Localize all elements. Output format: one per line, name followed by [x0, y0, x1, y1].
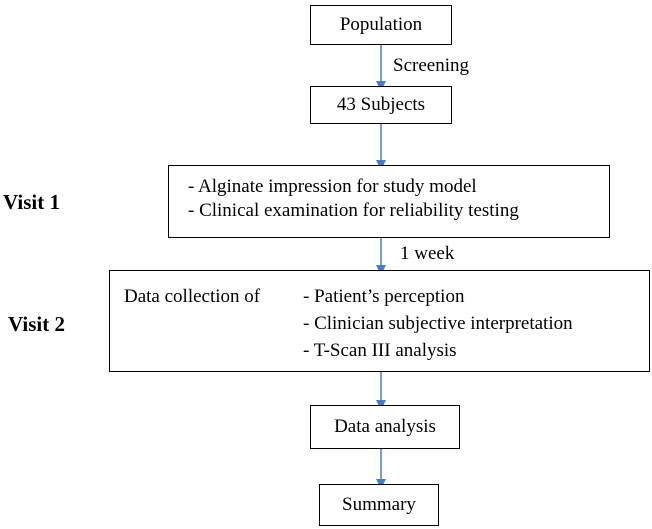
- visit2-line-1: - Patient’s perception: [303, 286, 465, 307]
- visit1-line-2: - Clinical examination for reliability t…: [188, 199, 519, 221]
- subjects-box: 43 Subjects: [310, 86, 452, 124]
- analysis-box: Data analysis: [310, 405, 460, 449]
- summary-box: Summary: [319, 484, 439, 526]
- screening-label: Screening: [393, 55, 469, 76]
- visit2-box: Data collection of - Patient’s perceptio…: [109, 270, 650, 372]
- visit2-line-3: - T-Scan III analysis: [303, 340, 457, 361]
- visit2-prefix: Data collection of: [124, 286, 261, 307]
- visit2-line-2: - Clinician subjective interpretation: [303, 313, 573, 334]
- analysis-label: Data analysis: [334, 416, 436, 438]
- summary-label: Summary: [342, 494, 416, 516]
- population-box: Population: [310, 5, 452, 45]
- visit1-line-1: - Alginate impression for study model: [188, 176, 477, 197]
- visit2-label: Visit 2: [8, 312, 65, 336]
- population-label: Population: [339, 14, 423, 36]
- visit1-label: Visit 1: [3, 190, 60, 214]
- visit1-box: - Alginate impression for study model - …: [168, 165, 610, 238]
- one-week-label: 1 week: [400, 243, 455, 264]
- subjects-label: 43 Subjects: [336, 94, 426, 116]
